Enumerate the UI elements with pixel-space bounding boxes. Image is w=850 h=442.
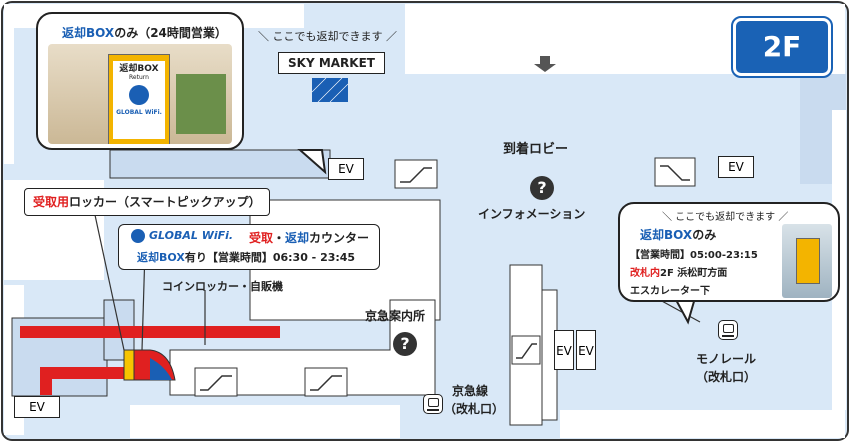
- return-box-location-rest: 2F 浜松町方面: [660, 268, 728, 279]
- counter-line2: 返却BOX有り【営業時間】06:30 - 23:45: [137, 249, 355, 265]
- globe-icon: [129, 85, 149, 105]
- photo-plants: [176, 74, 226, 134]
- counter-title: 受取・返却カウンター: [249, 229, 369, 246]
- monorail-icon: [718, 320, 738, 340]
- locker-label-rest: ロッカー（スマートピックアップ）: [69, 195, 261, 209]
- keikyu-line-label: 京急線: [452, 384, 489, 398]
- photo-bubble-title: 返却BOXのみ（24時間営業）: [62, 24, 227, 41]
- return-box-escalator: エスカレーター下: [630, 286, 710, 297]
- keikyu-gate-label: （改札口）: [444, 402, 505, 416]
- globe-icon: [131, 229, 145, 243]
- photo-bubble-title-rest: のみ（24時間営業）: [114, 26, 227, 40]
- return-box-title-rest: のみ: [692, 228, 717, 242]
- return-box-hours: 【営業時間】05:00-23:15: [630, 250, 758, 261]
- counter-title-rest: カウンター: [309, 231, 370, 245]
- counter-logo: GLOBAL WiFi.: [149, 229, 234, 242]
- sky-market-label: SKY MARKET: [278, 52, 385, 74]
- floor-badge: 2F: [731, 16, 833, 78]
- information-icon: ?: [530, 176, 554, 200]
- return-box-title: 返却BOXのみ: [640, 226, 716, 243]
- return-box-photo: [782, 224, 832, 298]
- photo-bubble-title-blue: 返却BOX: [62, 26, 115, 40]
- photo-logo: GLOBAL WiFi.: [116, 109, 162, 116]
- elevator-label: EV: [576, 330, 596, 370]
- sky-market-note: ＼ ここでも返却できます ／: [258, 30, 397, 43]
- information-label: インフォメーション: [478, 207, 586, 221]
- monorail-gate-label: （改札口）: [696, 370, 757, 384]
- locker-label-red: 受取用: [33, 195, 70, 209]
- photo: 返却BOX Return GLOBAL WiFi.: [48, 44, 232, 144]
- information-icon: ?: [393, 332, 417, 356]
- return-box-location-red: 改札内: [630, 268, 660, 279]
- counter-title-red: 受取: [249, 231, 274, 245]
- counter-line2-blue: 返却BOX: [137, 251, 185, 264]
- return-box-note: ＼ ここでも返却できます ／: [662, 212, 789, 223]
- photo-return-box: 返却BOX Return GLOBAL WiFi.: [108, 54, 170, 144]
- counter-line2-rest: 有り【営業時間】06:30 - 23:45: [184, 251, 356, 264]
- photo-bubble: 返却BOXのみ（24時間営業） 返却BOX Return GLOBAL WiFi…: [36, 12, 244, 150]
- return-box-location: 改札内2F 浜松町方面: [630, 264, 727, 279]
- arrival-lobby-label: 到着ロビー: [503, 142, 569, 157]
- monorail-label: モノレール: [696, 352, 757, 366]
- train-icon: [423, 394, 443, 414]
- return-box-title-blue: 返却BOX: [640, 228, 693, 242]
- elevator-label: EV: [328, 158, 364, 180]
- counter-box: GLOBAL WiFi. 受取・返却カウンター 返却BOX有り【営業時間】06:…: [118, 224, 380, 270]
- coin-locker-label: コインロッカー・自販機: [162, 280, 283, 293]
- elevator-label: EV: [718, 156, 754, 178]
- elevator-label: EV: [554, 330, 574, 370]
- keikyu-info-label: 京急案内所: [365, 309, 426, 323]
- counter-title-dot: ・: [273, 231, 286, 245]
- locker-label: 受取用ロッカー（スマートピックアップ）: [24, 188, 270, 216]
- elevator-label: EV: [14, 396, 60, 418]
- return-box-bubble: ＼ ここでも返却できます ／ 返却BOXのみ 【営業時間】05:00-23:15…: [618, 202, 840, 302]
- photo-box-sublabel: Return: [129, 74, 149, 81]
- photo-box-label: 返却BOX: [119, 64, 159, 74]
- counter-title-blue: 返却: [285, 231, 310, 245]
